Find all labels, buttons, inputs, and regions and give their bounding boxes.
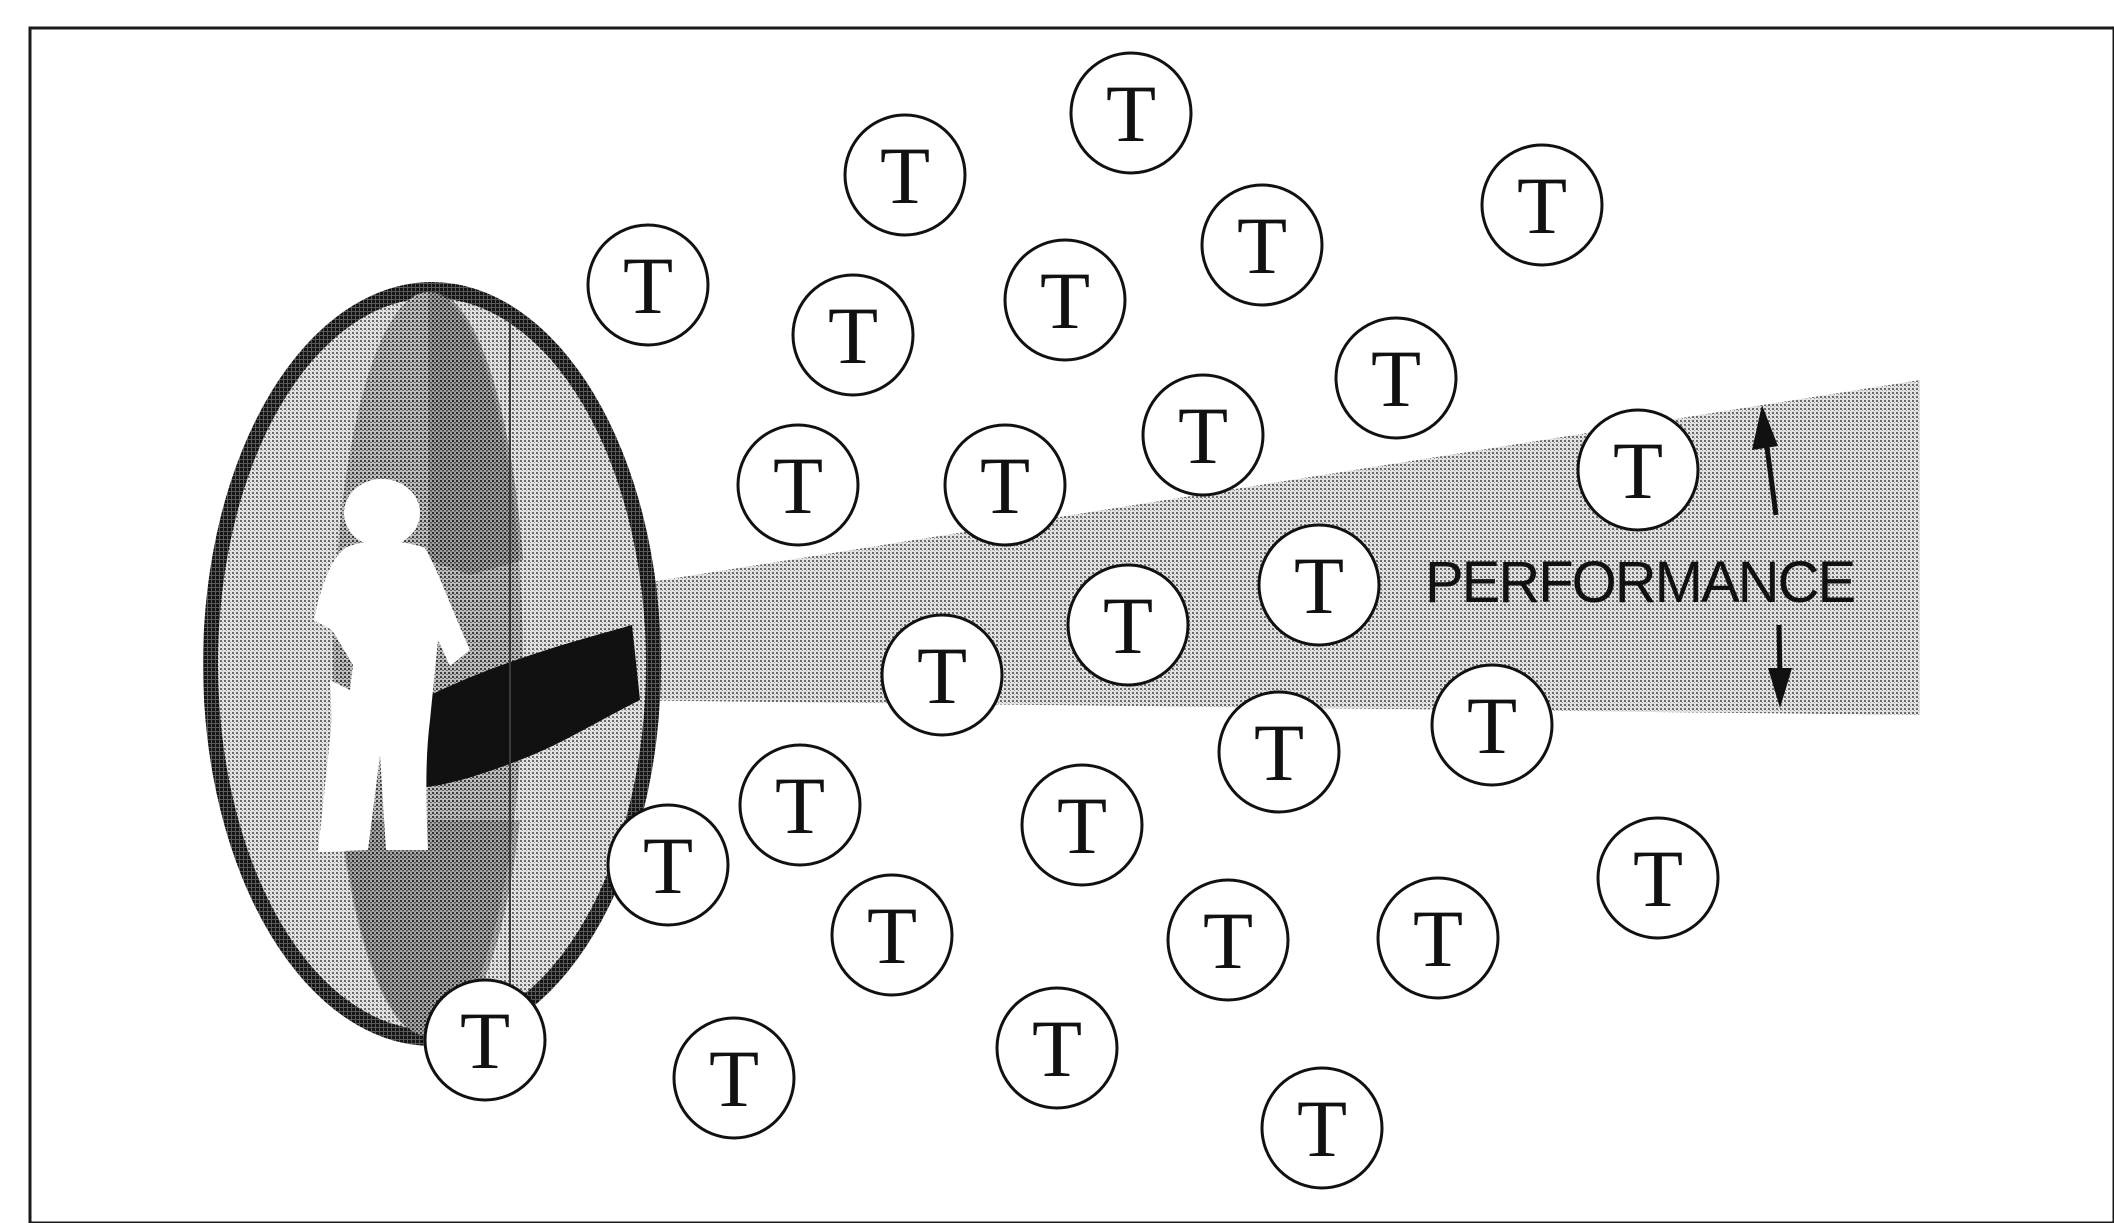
token-letter: T	[709, 1033, 759, 1124]
token-letter: T	[1297, 1083, 1347, 1174]
token-letter: T	[1106, 68, 1156, 159]
token-circle-icon: T	[586, 223, 710, 347]
token-letter: T	[1040, 255, 1090, 346]
token-circle-icon: T	[1257, 523, 1381, 647]
token-letter: T	[1178, 390, 1228, 481]
token-circle-icon: T	[1166, 878, 1290, 1002]
token-circle-icon: T	[880, 613, 1004, 737]
token-letter: T	[773, 440, 823, 531]
token-letter: T	[1633, 833, 1683, 924]
token-letter: T	[1467, 680, 1517, 771]
token-circle-icon: T	[1003, 238, 1127, 362]
token-letter: T	[460, 995, 510, 1086]
token-circle-icon: T	[1376, 876, 1500, 1000]
token-letter: T	[1294, 540, 1344, 631]
token-circle-icon: T	[791, 273, 915, 397]
token-circle-icon: T	[1066, 563, 1190, 687]
token-circle-icon: T	[830, 873, 954, 997]
token-circle-icon: T	[1260, 1066, 1384, 1190]
token-letter: T	[643, 820, 693, 911]
token-letter: T	[1413, 893, 1463, 984]
token-letter: T	[1237, 200, 1287, 291]
token-circle-icon: T	[736, 423, 860, 547]
token-letter: T	[880, 130, 930, 221]
token-letter: T	[1254, 707, 1304, 798]
arrow-up-icon	[1752, 405, 1779, 516]
token-letter: T	[1203, 895, 1253, 986]
token-circle-icon: T	[1596, 816, 1720, 940]
token-letter: T	[1057, 780, 1107, 871]
token-circle-icon: T	[1576, 408, 1700, 532]
person-icon	[314, 479, 470, 852]
token-letter: T	[1517, 160, 1567, 251]
token-circle-icon: T	[1020, 763, 1144, 887]
token-circle-icon: T	[843, 113, 967, 237]
token-circle-icon: T	[606, 803, 730, 927]
token-circle-icon: T	[672, 1016, 796, 1140]
token-circle-icon: T	[1334, 316, 1458, 440]
token-circle-icon: T	[738, 743, 862, 867]
figure-frame	[28, 26, 2114, 1223]
token-circle-icon: T	[423, 978, 547, 1102]
token-letter: T	[917, 630, 967, 721]
token-circle-icon: T	[1200, 183, 1324, 307]
token-letter: T	[623, 240, 673, 331]
arrow-down-icon	[1768, 624, 1792, 708]
token-letter: T	[1371, 333, 1421, 424]
token-circle-icon: T	[1217, 690, 1341, 814]
token-circle-icon: T	[995, 986, 1119, 1110]
token-circle-icon: T	[1069, 51, 1193, 175]
performance-label: PERFORMANCE	[1425, 550, 1854, 615]
token-letter: T	[1032, 1003, 1082, 1094]
token-letter: T	[1103, 580, 1153, 671]
token-circle-icon: T	[1141, 373, 1265, 497]
token-circle-icon: T	[1480, 143, 1604, 267]
token-circle-icon: T	[943, 423, 1067, 547]
token-letter: T	[775, 760, 825, 851]
token-letter: T	[1613, 425, 1663, 516]
token-letter: T	[980, 440, 1030, 531]
token-letter: T	[867, 890, 917, 981]
token-letter: T	[828, 290, 878, 381]
token-circle-icon: T	[1430, 663, 1554, 787]
